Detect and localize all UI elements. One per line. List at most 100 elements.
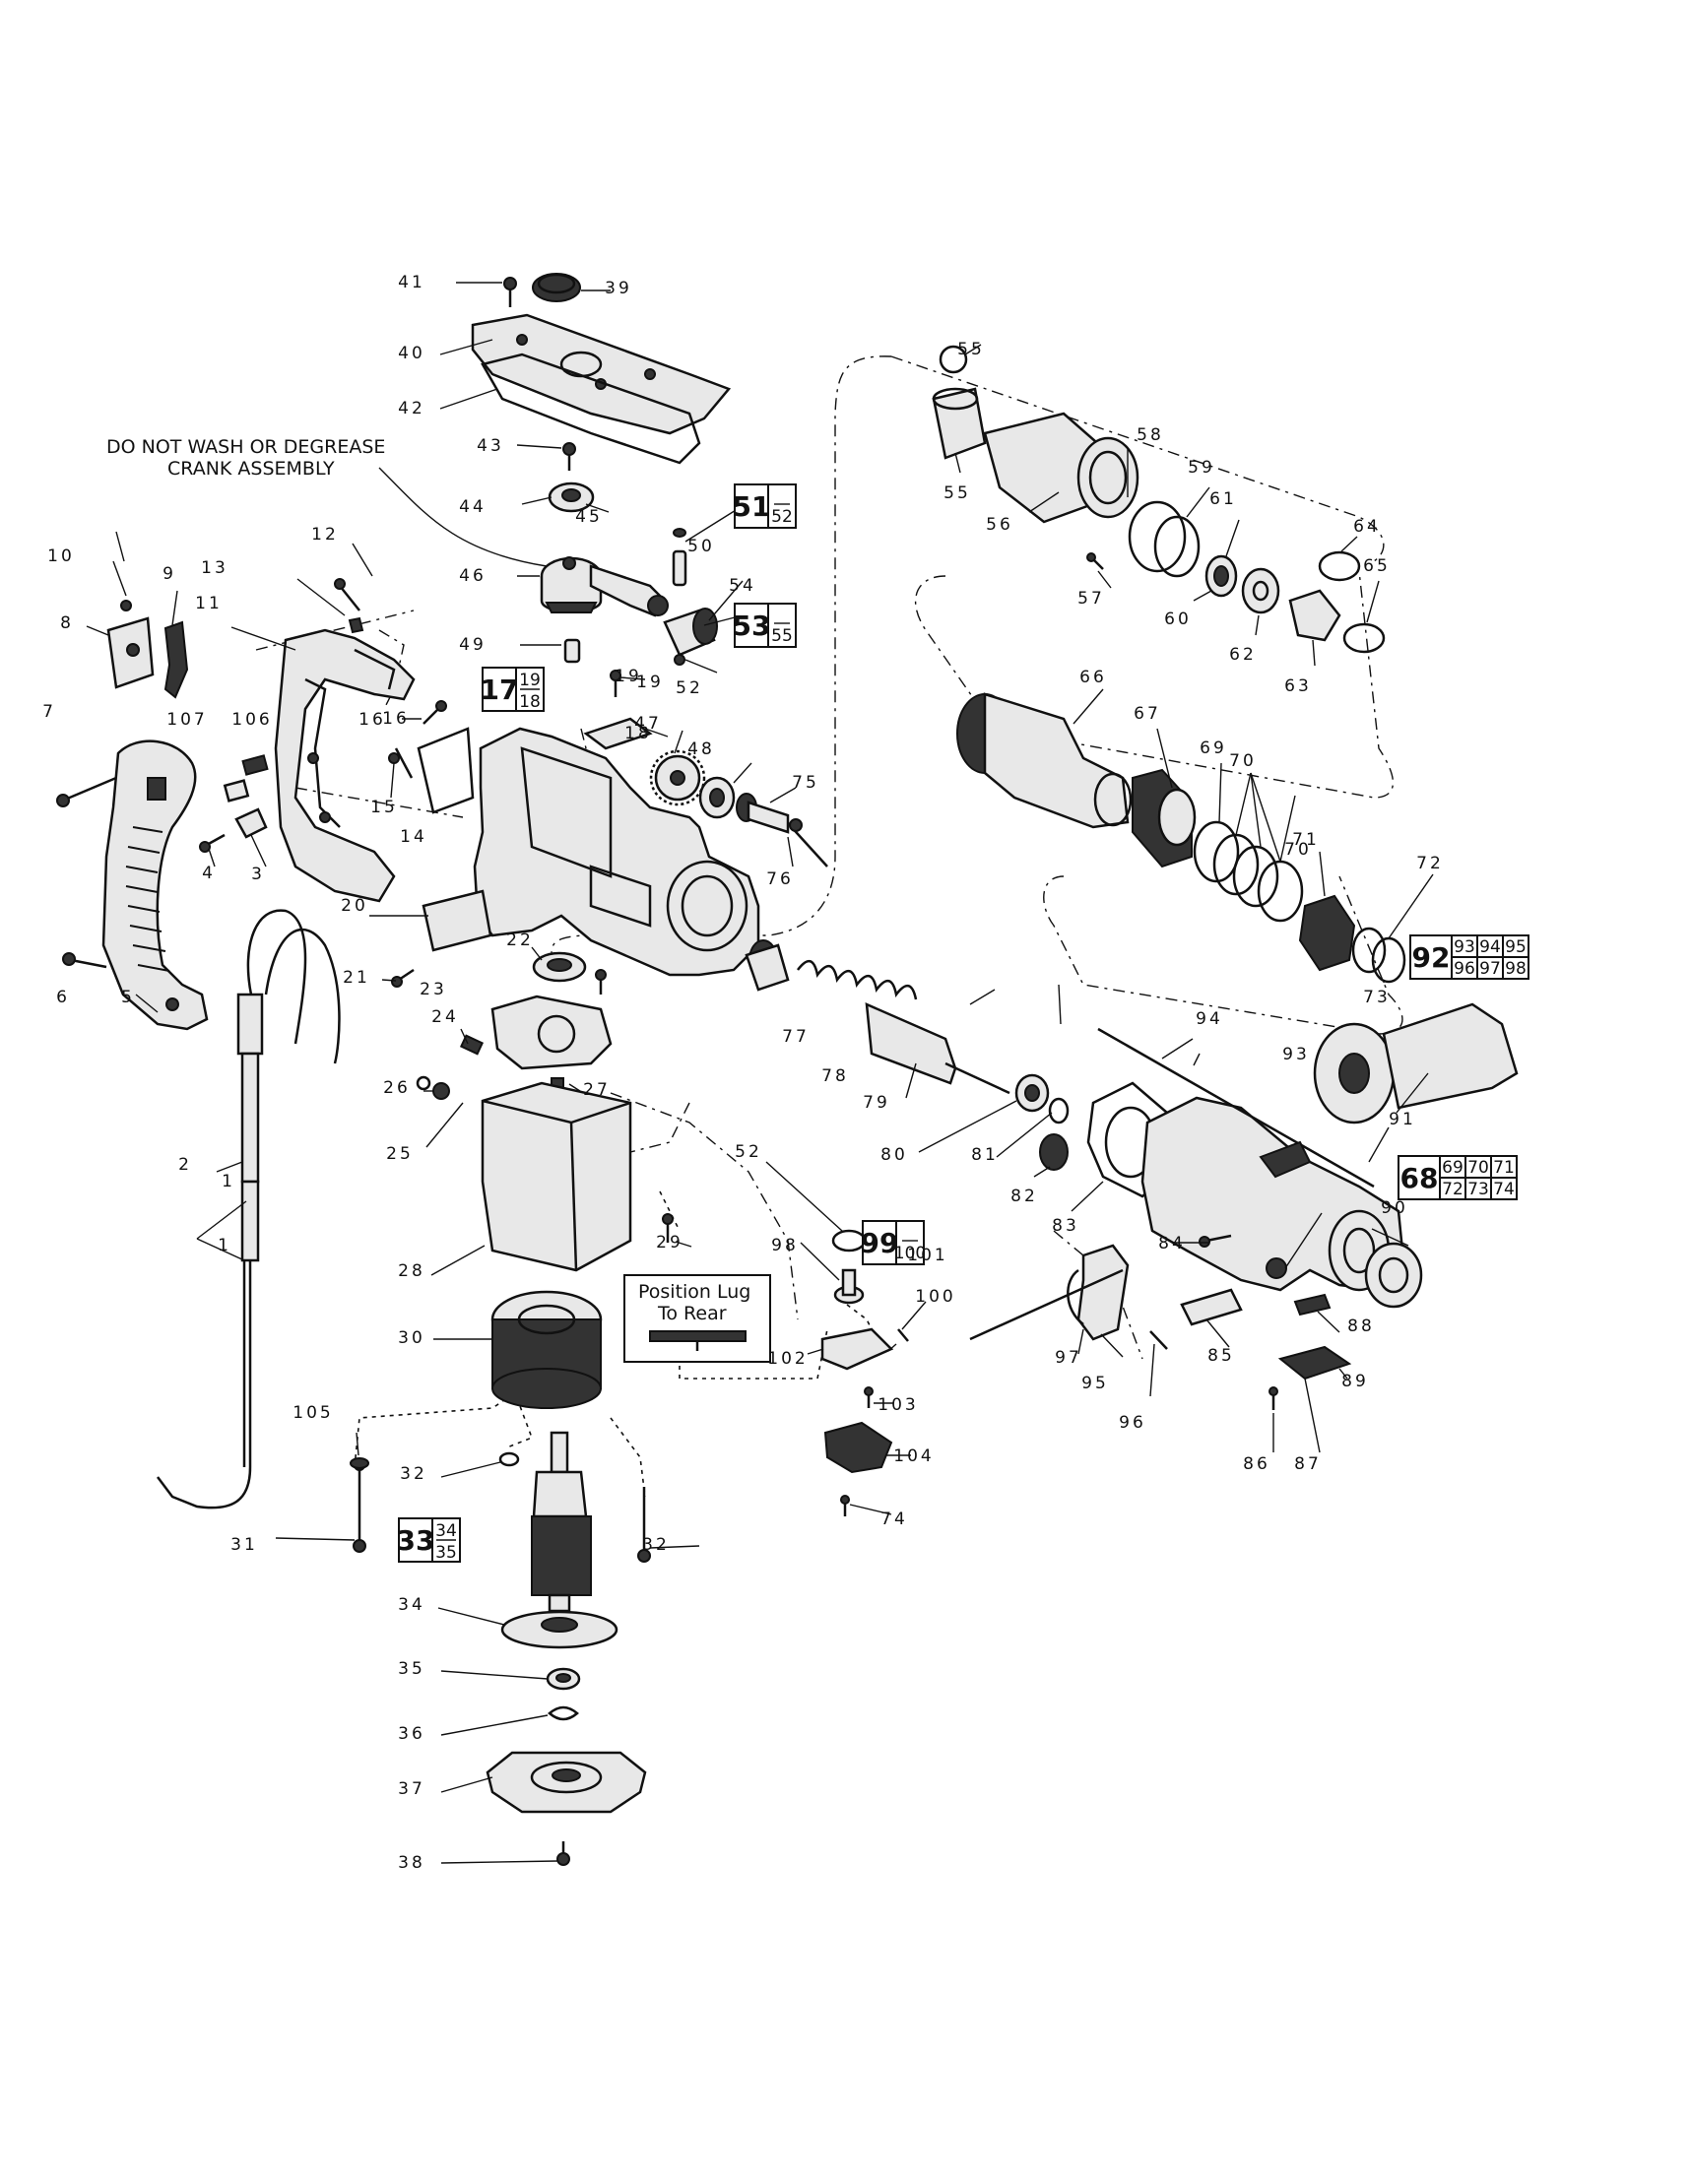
kit-sub-number: 18	[519, 692, 541, 712]
kit-main-number: 92	[1412, 941, 1451, 974]
part-49-crank-assembly	[540, 556, 669, 617]
callout-106: 106	[231, 710, 272, 730]
kit-sub-number: 19	[519, 671, 541, 690]
callout-9: 9	[163, 564, 176, 584]
part-9-trigger	[163, 620, 189, 699]
kit-sub-number: 73	[1467, 1180, 1489, 1199]
part-98-depth-rod	[969, 1268, 1124, 1341]
callout-75: 75	[792, 773, 819, 793]
part-57-cylinder	[983, 412, 1139, 524]
kit-sub-cell	[1502, 956, 1529, 980]
callout-82: 82	[1010, 1187, 1038, 1206]
callout-87: 87	[1294, 1454, 1322, 1474]
callout-72: 72	[1416, 854, 1444, 873]
part-108-brush-holder	[223, 779, 250, 803]
part-32-screw-left	[353, 1459, 366, 1553]
kit-sub-number: 74	[1493, 1180, 1515, 1199]
callout-19: 19	[615, 667, 642, 686]
callout-95: 95	[1081, 1374, 1109, 1393]
callout-47: 47	[634, 714, 662, 734]
callout-85: 85	[1207, 1346, 1235, 1366]
callout-29: 29	[656, 1233, 683, 1253]
callout-12: 12	[311, 525, 339, 545]
part-47-gear	[649, 749, 706, 806]
kit-sub-number: 55	[771, 626, 793, 646]
kit-sub-number: 93	[1454, 937, 1475, 957]
callout-19: 19	[636, 673, 664, 692]
part-32-screw-right	[637, 1487, 651, 1563]
callout-24: 24	[431, 1007, 459, 1027]
kit-main-number: 33	[397, 1524, 435, 1557]
part-45-bearing	[548, 482, 595, 513]
kit-sub-number: 98	[1505, 959, 1527, 979]
note-position-lug: Position Lug To Rear	[638, 1281, 750, 1324]
callout-88: 88	[1347, 1317, 1375, 1336]
part-main-housing	[473, 727, 760, 977]
callout-labels: 1123456789101112131415161618191920212223…	[42, 273, 1444, 1873]
part-93-side-handle	[1313, 1002, 1519, 1124]
part-107-brush	[241, 754, 269, 776]
part-34-washer	[498, 1451, 520, 1467]
callout-55: 55	[943, 483, 971, 503]
part-20-plate	[422, 889, 492, 952]
callout-30: 30	[398, 1328, 425, 1348]
callout-64: 64	[1353, 517, 1381, 537]
callout-84: 84	[1158, 1234, 1186, 1253]
part-5-handle-grip	[101, 739, 209, 1031]
kit-sub-number: 71	[1493, 1158, 1515, 1178]
callout-49: 49	[459, 635, 487, 655]
callout-58: 58	[1137, 425, 1164, 445]
callout-46: 46	[459, 566, 487, 586]
kit-main-cell	[398, 1517, 433, 1563]
callout-10: 10	[47, 546, 75, 566]
part-83-gear	[1039, 1133, 1069, 1171]
kit-sub-number: 97	[1479, 959, 1501, 979]
callout-18: 18	[624, 724, 652, 743]
callout-61: 61	[1209, 489, 1237, 509]
callout-26: 26	[383, 1078, 411, 1098]
callout-7: 7	[42, 702, 56, 722]
part-55-piston	[663, 608, 718, 666]
callout-52: 52	[735, 1142, 762, 1162]
callout-97: 97	[1055, 1348, 1082, 1368]
callout-4: 4	[202, 864, 216, 883]
kit-main-cell	[1409, 934, 1453, 980]
callout-104: 104	[893, 1446, 934, 1466]
callout-16: 16	[358, 710, 386, 730]
callout-59: 59	[1188, 458, 1215, 478]
callout-21: 21	[343, 968, 370, 988]
callout-71: 71	[1292, 830, 1320, 850]
part-59-ring	[1128, 500, 1187, 573]
callout-80: 80	[880, 1145, 908, 1165]
note-crank-assembly: DO NOT WASH OR DEGREASE CRANK ASSEMBLY	[106, 436, 385, 480]
callout-42: 42	[398, 399, 425, 418]
svg-text:To Rear: To Rear	[657, 1303, 727, 1324]
kit-sub-cell	[1490, 1177, 1518, 1200]
callout-63: 63	[1284, 676, 1312, 696]
part-23-brush-plate	[490, 995, 613, 1070]
callout-69: 69	[1200, 739, 1227, 758]
callout-3: 3	[251, 865, 265, 884]
callout-74: 74	[880, 1510, 908, 1529]
callout-94: 94	[1196, 1009, 1223, 1029]
callout-101: 101	[907, 1246, 947, 1265]
callout-91: 91	[1389, 1110, 1416, 1129]
callout-83: 83	[1052, 1216, 1079, 1236]
part-105-switch-cam	[823, 1421, 893, 1474]
kit-main-cell	[734, 483, 769, 529]
svg-text:Position Lug: Position Lug	[638, 1281, 750, 1303]
kit-main-cell	[482, 667, 517, 712]
callout-107: 107	[166, 710, 207, 730]
callout-36: 36	[398, 1724, 425, 1744]
callout-35: 35	[398, 1659, 425, 1679]
callout-45: 45	[575, 507, 603, 527]
part-44-screw	[562, 442, 576, 471]
callout-31: 31	[230, 1535, 258, 1555]
callout-98: 98	[771, 1236, 799, 1255]
callout-70: 70	[1284, 840, 1312, 860]
kit-sub-number: 52	[771, 507, 793, 527]
callout-65: 65	[1363, 556, 1391, 576]
